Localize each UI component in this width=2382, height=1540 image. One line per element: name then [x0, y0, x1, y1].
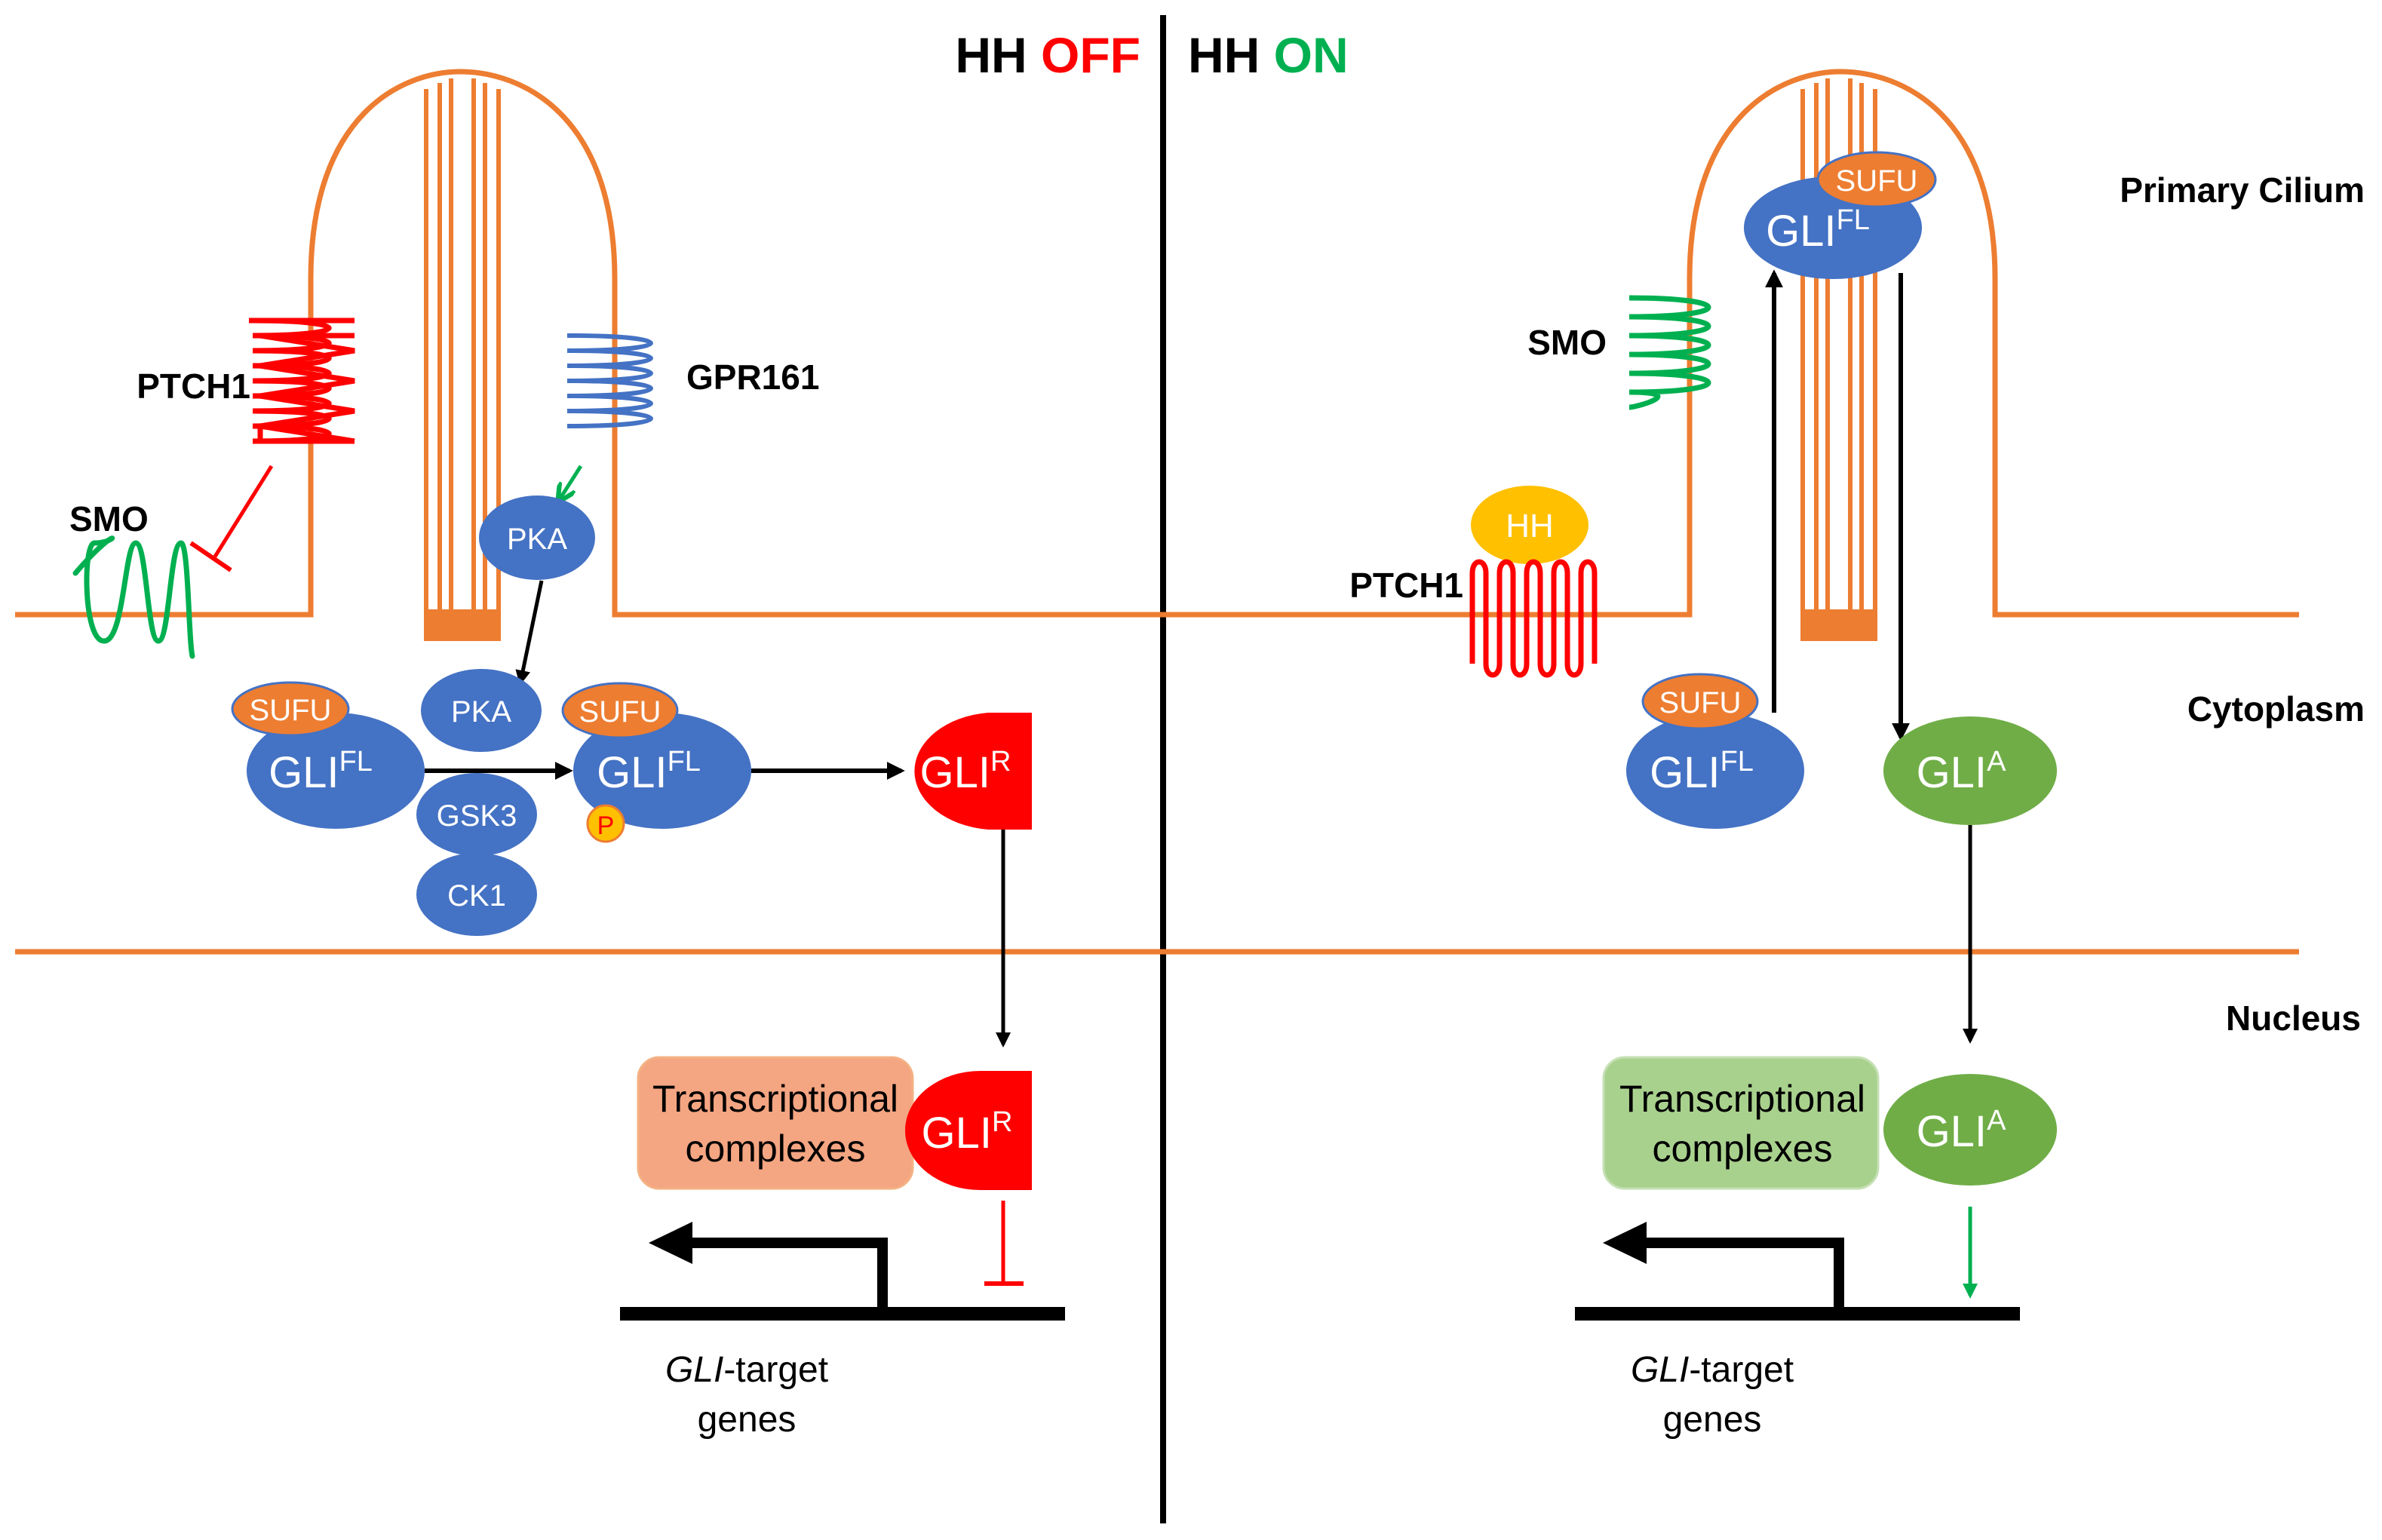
ptch1-inhibit-bar [189, 541, 232, 572]
sufu-label-cilium: SUFU [1836, 164, 1918, 198]
gli-r-node-cyto [914, 713, 1032, 830]
tc-line2-on: complexes [1653, 1127, 1833, 1170]
plasma-membrane-on [1163, 69, 2299, 618]
gli-fl-text-on-cyto: GLI [1650, 748, 1721, 797]
gli-r-label-nucleus: GLIR [922, 1106, 1013, 1158]
tc-line2-off: complexes [686, 1127, 866, 1170]
gene-tss-arrow-off [690, 1238, 888, 1314]
header-off-prefix: HH [955, 27, 1041, 83]
sufu-node-cilium [1816, 151, 1937, 208]
pka-node-top [479, 495, 595, 580]
sufu-node-off-2 [561, 682, 679, 739]
gene-rest-on: -target [1689, 1350, 1794, 1390]
phospho-badge [586, 804, 625, 843]
basal-body-on [1800, 609, 1877, 641]
gli-r-text-cyto: GLI [920, 748, 991, 797]
ptch1-coil-on [1469, 559, 1598, 678]
gsk3-label: GSK3 [437, 799, 517, 833]
gene-tss-arrowhead-on [1603, 1222, 1647, 1264]
region-cytoplasm: Cytoplasm [2187, 689, 2365, 729]
gli-r-sup-nucleus: R [992, 1106, 1012, 1138]
pka-label-top: PKA [507, 523, 567, 556]
header-on-word: ON [1274, 27, 1349, 83]
ck1-node [416, 853, 537, 936]
gene-rest-off: -target [723, 1350, 828, 1390]
gli-fl-node-off-1 [247, 713, 425, 829]
tc-line1-on: Transcriptional [1619, 1078, 1865, 1120]
gli-a-node-nucleus [1883, 1074, 2057, 1186]
gli-fl-text-cilium: GLI [1766, 207, 1837, 256]
smo-label-on: SMO [1527, 323, 1607, 362]
region-nucleus: Nucleus [2226, 999, 2361, 1038]
gene-tss-arrowhead-off [649, 1222, 692, 1264]
sufu-label-on-cyto: SUFU [1659, 686, 1742, 719]
gli-fl-text-off-1: GLI [269, 748, 339, 797]
gene-tss-arrow-on [1644, 1238, 1844, 1314]
smo-coil-on [1628, 295, 1711, 410]
pka-down-arrow [515, 580, 544, 686]
gli-fl-sup-off-1: FL [339, 746, 373, 778]
transcriptional-complexes-box-on [1602, 1056, 1880, 1190]
region-primary-cilium: Primary Cilium [2120, 170, 2365, 210]
gsk3-node [416, 773, 537, 856]
tc-line1-off: Transcriptional [652, 1078, 898, 1120]
gli-a-text-nucleus: GLI [1917, 1107, 1988, 1156]
gene-label-line2-off: genes [698, 1400, 797, 1440]
gli-fl-text-off-2: GLI [597, 748, 668, 797]
pka-label-mid: PKA [451, 695, 511, 729]
gli-r-text-nucleus: GLI [922, 1109, 993, 1158]
ptch1-inhibit-line [213, 465, 274, 558]
plasma-membrane-off [15, 69, 1163, 618]
header-hh-off: HH OFF [955, 27, 1140, 83]
gene-label-line1-off: GLI-target [665, 1350, 828, 1390]
gli-fl-label-off-2: GLIFL [597, 746, 701, 797]
phospho-label: P [597, 811, 615, 840]
gli-r-sup-cyto: R [990, 746, 1011, 778]
gli-a-sup-nucleus: A [1987, 1105, 2006, 1137]
gli-fl-sup-cilium: FL [1837, 204, 1870, 236]
gli-a-text-cyto: GLI [1917, 748, 1988, 797]
smo-coil-off [72, 535, 195, 659]
pka-node-mid [421, 669, 542, 752]
gli-fl-sup-on-cyto: FL [1721, 746, 1754, 778]
gene-label-line2-on: genes [1663, 1400, 1762, 1440]
gli-a-node-cyto [1883, 716, 2057, 825]
gpr161-to-pka-arrow [560, 465, 583, 499]
gli-r-node-nucleus [905, 1071, 1032, 1190]
gpr161-label: GPR161 [686, 357, 819, 397]
ptch1-coil-off [252, 318, 332, 444]
sufu-node-on-cyto [1641, 673, 1759, 730]
gli-a-label-nucleus: GLIA [1917, 1105, 2007, 1156]
gli-a-sup-cyto: A [1987, 746, 2006, 778]
gli-fl-label-cilium: GLIFL [1766, 204, 1870, 256]
gene-label-line1-on: GLI-target [1631, 1350, 1794, 1390]
hh-ligand-node [1471, 486, 1589, 564]
gli-a-label-cyto: GLIA [1917, 746, 2007, 797]
gene-italic-on: GLI [1631, 1350, 1689, 1390]
header-hh-on: HH ON [1188, 27, 1349, 83]
ptch1-label-on: PTCH1 [1349, 566, 1463, 605]
gli-fl-label-off-1: GLIFL [269, 746, 373, 797]
gpr161-coil [566, 333, 653, 428]
header-off-word: OFF [1041, 27, 1140, 83]
hh-ligand-label: HH [1506, 508, 1554, 545]
ptch1-label-off: PTCH1 [137, 367, 250, 406]
gli-fl-label-on-cyto: GLIFL [1650, 746, 1754, 797]
gli-fl-node-off-2 [573, 713, 751, 829]
basal-body-off [424, 609, 501, 641]
smo-label-off: SMO [69, 499, 149, 538]
gli-r-label-cyto: GLIR [920, 746, 1011, 797]
sufu-node-off-1 [231, 681, 350, 737]
gli-fl-sup-off-2: FL [668, 746, 701, 778]
sufu-label-off-1: SUFU [250, 694, 332, 727]
gene-italic-off: GLI [665, 1350, 723, 1390]
sufu-label-off-2: SUFU [579, 695, 661, 729]
ck1-label: CK1 [447, 879, 506, 913]
header-on-prefix: HH [1188, 27, 1274, 83]
gli-fl-node-on-cyto [1626, 713, 1804, 829]
